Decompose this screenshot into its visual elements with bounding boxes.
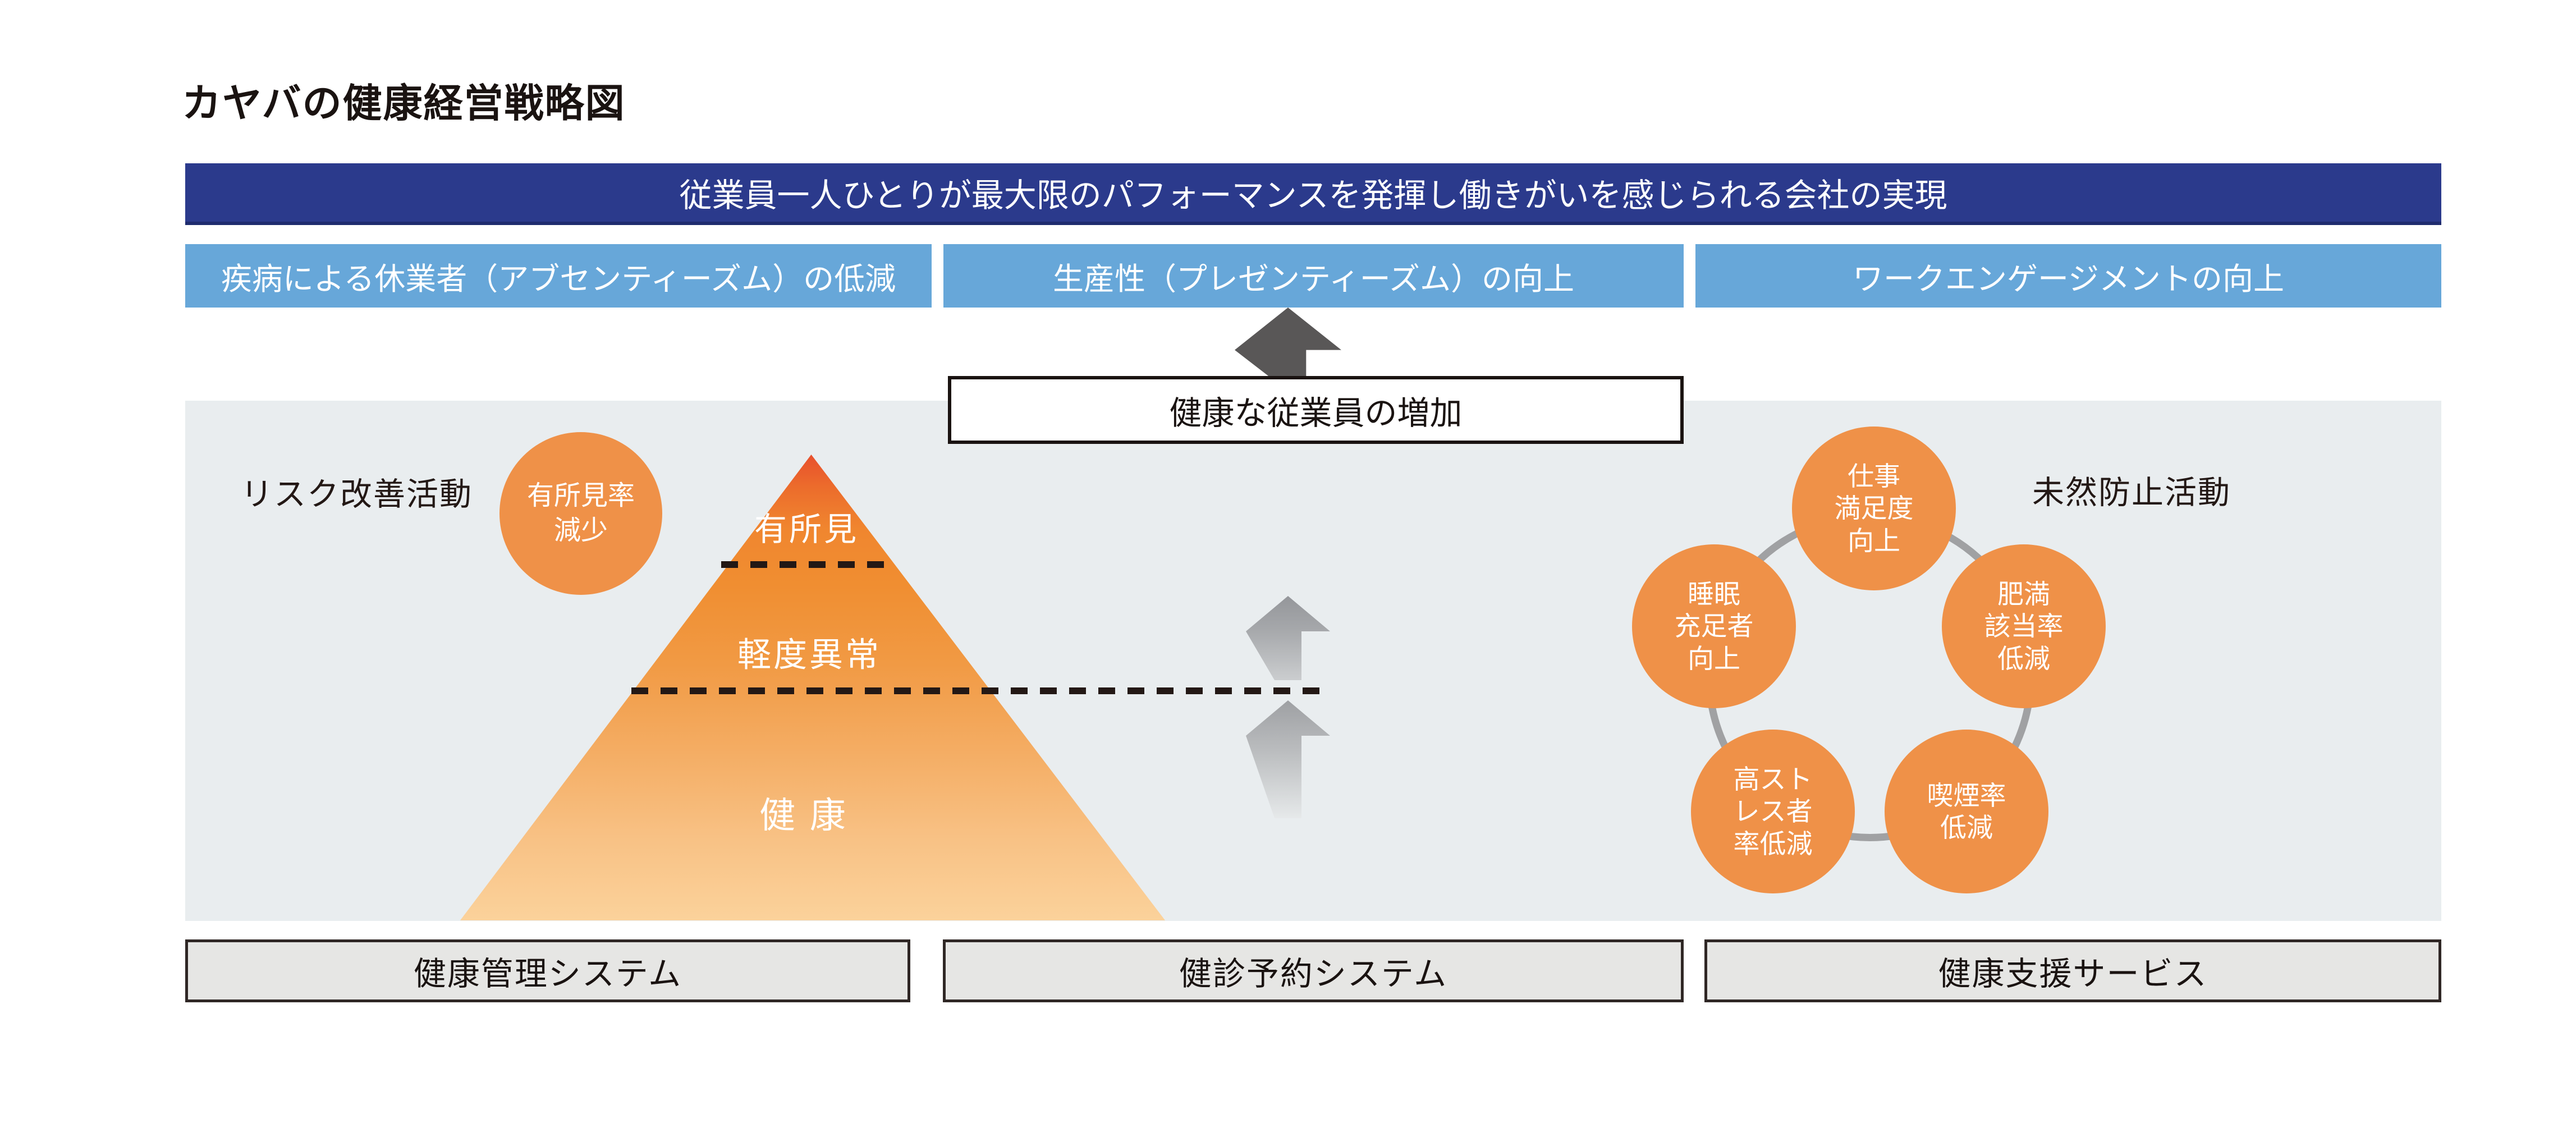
- goal-circle-obesity-rate: 肥満 該当率 低減: [1942, 544, 2106, 708]
- goal-circle-high-stress-rate: 高スト レス者 率低減: [1691, 730, 1855, 893]
- system-checkup-reservation-label: 健診予約システム: [1179, 956, 1448, 992]
- risk-improvement-section-label: リスク改善活動: [241, 476, 473, 512]
- outcome-banner-absenteeism: 疾病による休業者（アブセンティーズム）の低減: [185, 244, 932, 308]
- pyramid-level-healthy: 健 康: [759, 795, 848, 836]
- system-box-health-support: 健康支援サービス: [1704, 939, 2441, 1002]
- goal-smoking-rate-label: 喫煙率 低減: [1927, 780, 2006, 842]
- outcome-banner-engagement-label: ワークエンゲージメントの向上: [1853, 261, 2284, 296]
- goal-circle-smoking-rate: 喫煙率 低減: [1885, 730, 2048, 893]
- system-health-support-label: 健康支援サービス: [1938, 956, 2208, 992]
- goal-job-satisfaction-label: 仕事 満足度 向上: [1834, 461, 1914, 556]
- up-arrow-icon: [1235, 308, 1341, 377]
- findings-rate-reduction-label: 有所見率 減少: [526, 480, 635, 545]
- goal-obesity-rate-label: 肥満 該当率 低減: [1984, 579, 2064, 673]
- goal-circle-job-satisfaction: 仕事 満足度 向上: [1792, 427, 1956, 590]
- page-title: カヤバの健康経営戦略図: [182, 81, 626, 125]
- outcome-banner-presenteeism: 生産性（プレゼンティーズム）の向上: [943, 244, 1684, 308]
- system-health-management-label: 健康管理システム: [413, 956, 682, 992]
- goal-high-stress-rate-label: 高スト レス者 率低減: [1733, 764, 1813, 859]
- prevention-section-label: 未然防止活動: [2032, 475, 2231, 511]
- system-box-health-management: 健康管理システム: [185, 939, 910, 1002]
- outcome-banner-engagement: ワークエンゲージメントの向上: [1695, 244, 2441, 308]
- outcome-banner-presenteeism-label: 生産性（プレゼンティーズム）の向上: [1053, 261, 1574, 296]
- goal-circle-sleep-sufficiency: 睡眠 充足者 向上: [1632, 544, 1796, 708]
- pyramid-level-mild-abnormality: 軽度異常: [737, 636, 881, 674]
- vision-banner-label: 従業員一人ひとりが最大限のパフォーマンスを発揮し働きがいを感じられる会社の実現: [679, 177, 1947, 214]
- vision-banner: 従業員一人ひとりが最大限のパフォーマンスを発揮し働きがいを感じられる会社の実現: [185, 163, 2441, 225]
- healthy-employees-box-label: 健康な従業員の増加: [1169, 395, 1463, 432]
- healthy-employees-box: 健康な従業員の増加: [948, 376, 1684, 444]
- pyramid-threshold-line-lower: [631, 687, 1330, 694]
- system-box-checkup-reservation: 健診予約システム: [943, 939, 1684, 1002]
- findings-rate-reduction-badge: 有所見率 減少: [499, 432, 662, 595]
- outcome-banner-absenteeism-label: 疾病による休業者（アブセンティーズム）の低減: [221, 261, 896, 296]
- goal-sleep-sufficiency-label: 睡眠 充足者 向上: [1674, 579, 1754, 673]
- pyramid-level-findings: 有所見: [754, 511, 859, 548]
- pyramid-threshold-line-upper: [721, 561, 893, 568]
